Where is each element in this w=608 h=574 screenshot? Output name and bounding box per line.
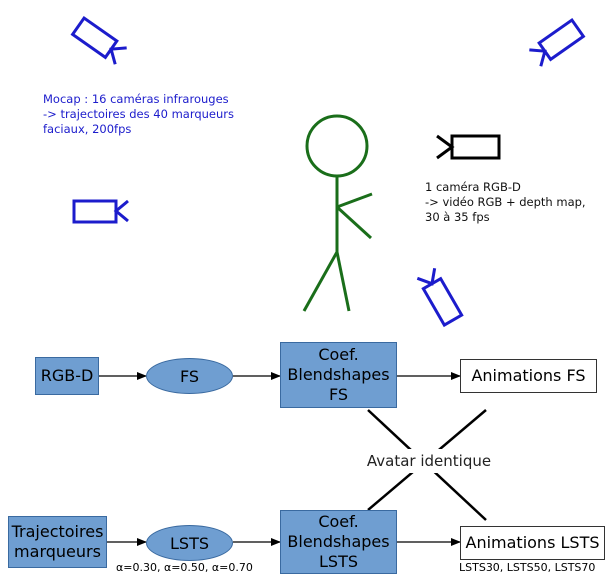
animations-fs-box: Animations FS [460, 359, 597, 393]
coef-blendshapes-fs-box: Coef. Blendshapes FS [280, 342, 397, 408]
lsts-variants-label: LSTS30, LSTS50, LSTS70 [459, 561, 596, 574]
infrared-camera-icon [416, 268, 464, 328]
coef-blendshapes-lsts-box: Coef. Blendshapes LSTS [280, 510, 397, 574]
trajectoires-box: Trajectoires marqueurs [8, 516, 107, 568]
alpha-values-label: α=0.30, α=0.50, α=0.70 [116, 561, 253, 574]
infrared-camera-icon [529, 17, 586, 67]
rgbd-camera-icon [436, 134, 501, 160]
infrared-camera-icon [72, 199, 129, 224]
avatar-identique-label: Avatar identique [362, 449, 496, 473]
animations-lsts-box: Animations LSTS [460, 526, 605, 560]
rgbd-box: RGB-D [35, 357, 99, 395]
lsts-ellipse: LSTS [146, 525, 233, 561]
fs-ellipse: FS [146, 358, 233, 394]
stick-figure-icon [302, 114, 373, 312]
mocap-description: Mocap : 16 caméras infrarouges -> trajec… [43, 92, 235, 136]
infrared-camera-icon [70, 15, 127, 65]
rgbd-description: 1 caméra RGB-D -> vidéo RGB + depth map,… [425, 180, 586, 224]
